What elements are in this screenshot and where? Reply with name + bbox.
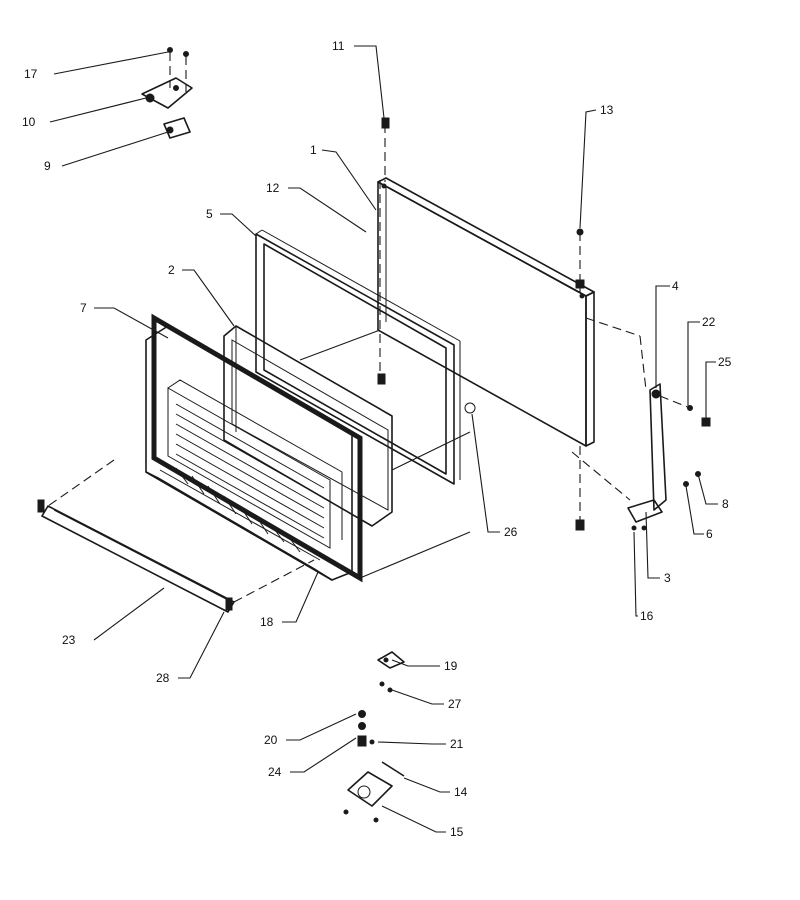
callout-5: 5 bbox=[206, 207, 213, 221]
callout-9: 9 bbox=[44, 159, 51, 173]
door-handle-bar bbox=[37, 499, 235, 613]
callout-3: 3 bbox=[664, 571, 671, 585]
callout-28: 28 bbox=[156, 671, 170, 685]
callout-16: 16 bbox=[640, 609, 654, 623]
callout-6: 6 bbox=[706, 527, 713, 541]
callout-20: 20 bbox=[264, 733, 278, 747]
callout-21: 21 bbox=[450, 737, 464, 751]
assembly-lines bbox=[47, 117, 691, 603]
callout-23: 23 bbox=[62, 633, 76, 647]
callout-22: 22 bbox=[702, 315, 716, 329]
callout-2: 2 bbox=[168, 263, 175, 277]
callout-15: 15 bbox=[450, 825, 464, 839]
callout-7: 7 bbox=[80, 301, 87, 315]
callout-27: 27 bbox=[448, 697, 462, 711]
callout-24: 24 bbox=[268, 765, 282, 779]
leader-lines bbox=[49, 45, 718, 833]
callout-4: 4 bbox=[672, 279, 679, 293]
door-gasket-assembly bbox=[145, 313, 363, 583]
door-outer-panel bbox=[377, 177, 595, 447]
top-hinge-assembly bbox=[141, 47, 193, 139]
callout-25: 25 bbox=[718, 355, 732, 369]
callout-10: 10 bbox=[22, 115, 36, 129]
callout-1: 1 bbox=[310, 143, 317, 157]
callout-8: 8 bbox=[722, 497, 729, 511]
right-hinge-bracket bbox=[627, 383, 711, 531]
callout-19: 19 bbox=[444, 659, 458, 673]
callout-13: 13 bbox=[600, 103, 614, 117]
callout-labels: 17 10 9 11 13 1 12 5 2 7 4 22 25 8 6 26 … bbox=[22, 39, 732, 839]
callout-11: 11 bbox=[332, 39, 345, 53]
callout-18: 18 bbox=[260, 615, 274, 629]
bottom-hinge-assembly bbox=[343, 651, 405, 823]
door-insulation-block bbox=[223, 325, 393, 527]
door-liner-frame bbox=[255, 229, 461, 485]
callout-26: 26 bbox=[504, 525, 518, 539]
callout-12: 12 bbox=[266, 181, 280, 195]
callout-17: 17 bbox=[24, 67, 38, 81]
callout-14: 14 bbox=[454, 785, 468, 799]
